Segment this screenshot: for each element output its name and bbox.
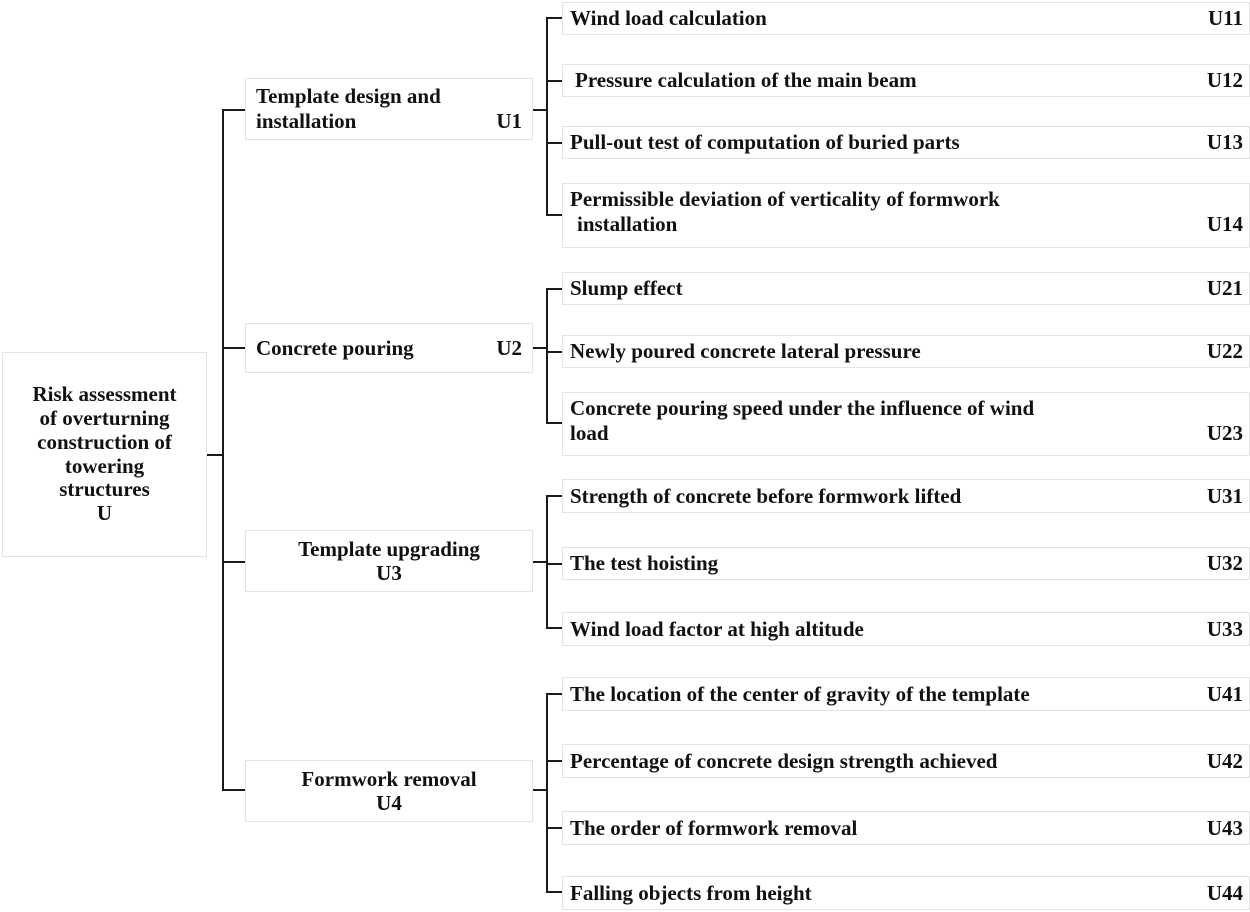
connector-u4-to-u44 [546,891,564,893]
leaf-node-u23[interactable]: Concrete pouring speed under the influen… [562,392,1250,456]
connector-u2-out [531,347,548,349]
root-node-label: Risk assessment of overturning construct… [32,382,177,525]
connector-u3-bus [546,495,548,629]
category-u3-label: Template upgrading [298,536,480,561]
connector-u1-out [531,109,548,111]
category-u1-line1: Template design and [256,84,441,108]
leaf-node-u12[interactable]: Pressure calculation of the main beam U1… [562,64,1250,97]
connector-u3-to-u31 [546,495,564,497]
category-u3-code: U3 [376,561,402,585]
category-u4-code: U4 [376,791,402,815]
leaf-u42-label: Percentage of concrete design strength a… [570,748,998,773]
category-u4-label: Formwork removal [301,766,477,791]
connector-u1-to-u13 [546,142,564,144]
connector-u1-to-u12 [546,80,564,82]
leaf-node-u44[interactable]: Falling objects from height U44 [562,876,1250,910]
leaf-u44-label: Falling objects from height [570,880,812,905]
leaf-u21-label: Slump effect [570,276,683,300]
leaf-u22-code: U22 [1206,339,1243,363]
leaf-node-u32[interactable]: The test hoisting U32 [562,547,1250,580]
connector-u4-bus [546,693,548,893]
leaf-u14-code: U14 [1206,212,1243,236]
category-node-u1[interactable]: Template design and installation U1 [245,78,533,140]
leaf-node-u11[interactable]: Wind load calculation U11 [562,2,1250,35]
leaf-node-u21[interactable]: Slump effect U21 [562,272,1250,305]
leaf-u23-line2: load [570,421,609,445]
category-u1-line2: installation [256,109,357,133]
leaf-u21-code: U21 [1206,276,1243,300]
leaf-node-u33[interactable]: Wind load factor at high altitude U33 [562,612,1250,646]
connector-trunk-to-u4 [222,789,247,791]
leaf-u11-label: Wind load calculation [570,6,767,30]
leaf-node-u31[interactable]: Strength of concrete before formwork lif… [562,479,1250,513]
leaf-u43-code: U43 [1206,815,1243,840]
leaf-node-u13[interactable]: Pull-out test of computation of buried p… [562,126,1250,159]
connector-u2-to-u23 [546,422,564,424]
leaf-u12-code: U12 [1206,68,1243,92]
leaf-u43-label: The order of formwork removal [570,815,858,840]
leaf-u31-code: U31 [1206,483,1243,508]
leaf-node-u42[interactable]: Percentage of concrete design strength a… [562,744,1250,778]
leaf-node-u41[interactable]: The location of the center of gravity of… [562,677,1250,711]
leaf-node-u22[interactable]: Newly poured concrete lateral pressure U… [562,335,1250,368]
leaf-u33-label: Wind load factor at high altitude [570,616,864,641]
leaf-u44-code: U44 [1206,880,1243,905]
category-u2-code: U2 [496,335,522,360]
leaf-u23-code: U23 [1206,421,1243,445]
leaf-u12-label: Pressure calculation of the main beam [575,68,917,92]
category-u1-code: U1 [496,109,522,133]
connector-trunk-to-u3 [222,561,247,563]
connector-u1-to-u14 [546,214,564,216]
connector-root-stub [206,454,224,456]
category-node-u3[interactable]: Template upgrading U3 [245,530,533,592]
leaf-u14-line2: installation [577,212,678,236]
leaf-node-u43[interactable]: The order of formwork removal U43 [562,811,1250,845]
leaf-u13-label: Pull-out test of computation of buried p… [570,130,960,154]
connector-u4-to-u42 [546,760,564,762]
connector-u2-to-u22 [546,351,564,353]
connector-u3-to-u33 [546,627,564,629]
connector-trunk-to-u1 [222,109,247,111]
leaf-u32-code: U32 [1206,551,1243,575]
leaf-u42-code: U42 [1206,748,1243,773]
connector-u4-to-u43 [546,827,564,829]
connector-u2-bus [546,288,548,424]
connector-u4-out [531,789,548,791]
connector-u4-to-u41 [546,693,564,695]
connector-main-trunk [222,109,224,790]
leaf-u32-label: The test hoisting [570,551,719,575]
root-node[interactable]: Risk assessment of overturning construct… [2,352,207,557]
leaf-u22-label: Newly poured concrete lateral pressure [570,339,921,363]
leaf-u23-line1: Concrete pouring speed under the influen… [570,396,1035,420]
leaf-u13-code: U13 [1206,130,1243,154]
leaf-u14-line1: Permissible deviation of verticality of … [570,187,1000,211]
leaf-u41-code: U41 [1206,681,1243,706]
leaf-u33-code: U33 [1206,616,1243,641]
category-u2-label: Concrete pouring [256,335,414,360]
connector-u1-bus [546,17,548,215]
connector-u2-to-u21 [546,288,564,290]
connector-trunk-to-u2 [222,347,247,349]
connector-u3-to-u32 [546,563,564,565]
connector-u1-to-u11 [546,17,564,19]
leaf-u11-code: U11 [1207,6,1243,30]
category-node-u4[interactable]: Formwork removal U4 [245,760,533,822]
leaf-u41-label: The location of the center of gravity of… [570,681,1030,706]
connector-u3-out [531,561,548,563]
leaf-u31-label: Strength of concrete before formwork lif… [570,483,962,508]
leaf-node-u14[interactable]: Permissible deviation of verticality of … [562,183,1250,248]
category-node-u2[interactable]: Concrete pouring U2 [245,323,533,373]
root-node-code: U [96,500,113,525]
